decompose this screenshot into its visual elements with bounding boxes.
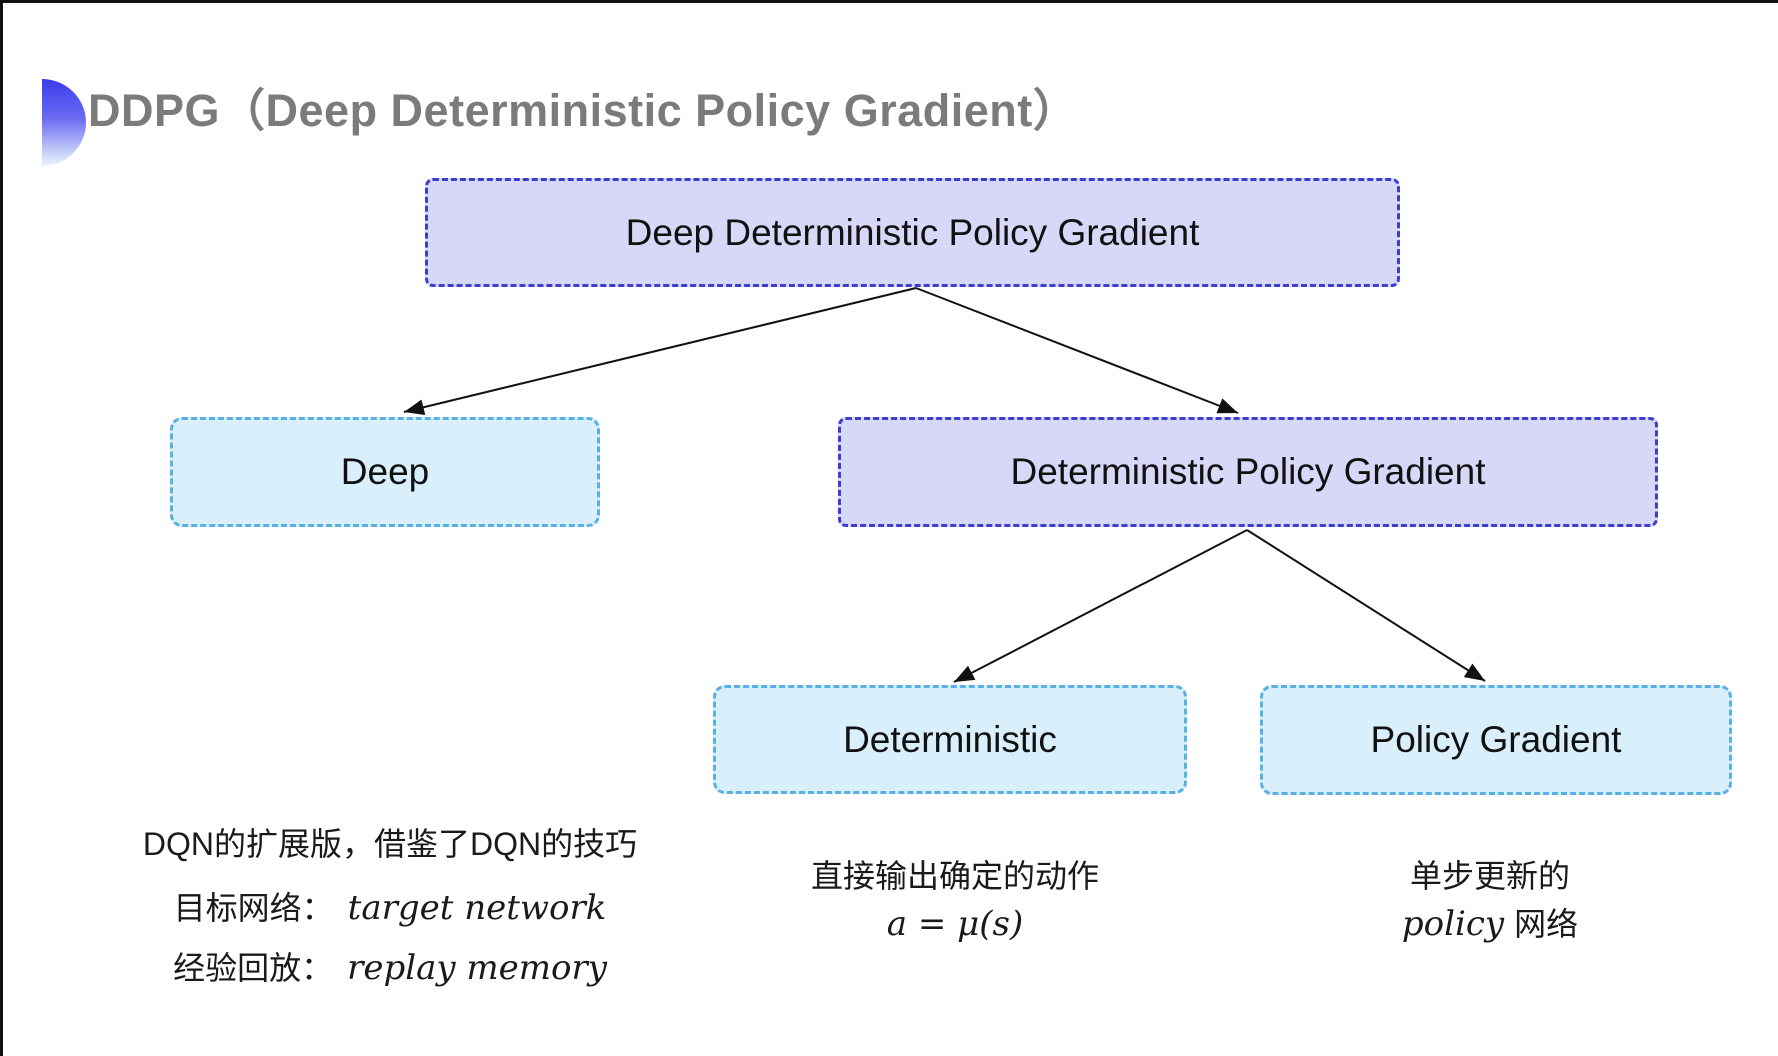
node-label: Policy Gradient	[1370, 719, 1622, 760]
node-label: Deterministic Policy Gradient	[1010, 451, 1486, 492]
node-deep: Deep	[170, 417, 600, 527]
note-deep: DQN的扩展版，借鉴了DQN的技巧 目标网络： target network 经验…	[100, 0, 680, 1056]
note-policy-gradient-summary: 单步更新的	[1409, 858, 1570, 894]
note-deterministic: 直接输出确定的动作 a = μ(s)	[705, 0, 1205, 1056]
node-label: Deep Deterministic Policy Gradient	[625, 211, 1200, 253]
note-en-term: policy	[1401, 904, 1505, 944]
note-deterministic-formula: a = μ(s)	[886, 904, 1024, 944]
note-deterministic-summary: 直接输出确定的动作	[810, 858, 1099, 894]
page-title: DDPG（Deep Deterministic Policy Gradient）	[88, 85, 1079, 136]
node-deterministic: Deterministic	[713, 685, 1187, 794]
note-en-term: replay memory	[347, 948, 607, 988]
top-border-line	[0, 0, 1778, 3]
note-deep-target-network: 目标网络： target network	[100, 886, 680, 930]
note-zh-label: 网络	[1514, 906, 1579, 942]
note-deep-summary: DQN的扩展版，借鉴了DQN的技巧	[142, 826, 638, 862]
left-border-line	[0, 0, 3, 1056]
node-policy-gradient: Policy Gradient	[1260, 685, 1732, 795]
note-deep-replay-memory: 经验回放： replay memory	[100, 946, 680, 990]
note-zh-label: 目标网络：	[173, 890, 334, 926]
title-bullet-icon	[42, 79, 86, 166]
node-deterministic-policy-gradient: Deterministic Policy Gradient	[838, 417, 1658, 527]
note-zh-label: 经验回放：	[173, 950, 334, 986]
node-label: Deterministic	[843, 718, 1057, 760]
node-deep-deterministic-policy-gradient: Deep Deterministic Policy Gradient	[425, 178, 1400, 287]
node-label: Deep	[340, 451, 430, 492]
note-en-term: target network	[347, 888, 607, 928]
